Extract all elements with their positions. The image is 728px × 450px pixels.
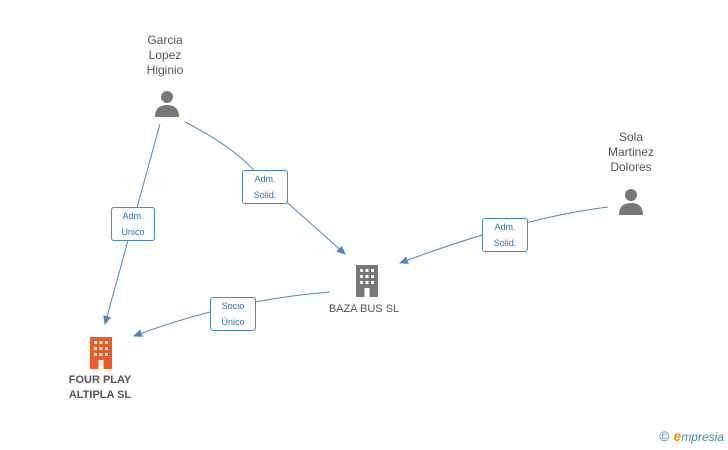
edge-label-socio-unico: Socio Único [210, 297, 256, 331]
building-icon[interactable] [86, 335, 116, 369]
copyright-icon: © [659, 428, 670, 444]
edge-label-adm-solid-garcia: Adm. Solid. [242, 170, 288, 204]
brand-e: e [673, 428, 682, 444]
edge-label-adm-solid-sola: Adm. Solid. [482, 218, 528, 252]
edge-label-adm-unico: Adm. Unico [111, 207, 155, 241]
node-label-garcia[interactable]: Garcia Lopez Higinio [146, 33, 184, 77]
person-icon[interactable] [153, 89, 181, 117]
node-label-baza[interactable]: BAZA BUS SL [328, 303, 400, 315]
brand-name: mpresia [681, 430, 724, 444]
person-icon[interactable] [617, 187, 645, 215]
brand-logo: © empresia [659, 428, 724, 444]
building-icon[interactable] [352, 263, 382, 297]
node-label-fourplay[interactable]: FOUR PLAY ALTIPLA SL [68, 374, 132, 401]
node-label-sola[interactable]: Sola Martinez Dolores [607, 130, 654, 174]
